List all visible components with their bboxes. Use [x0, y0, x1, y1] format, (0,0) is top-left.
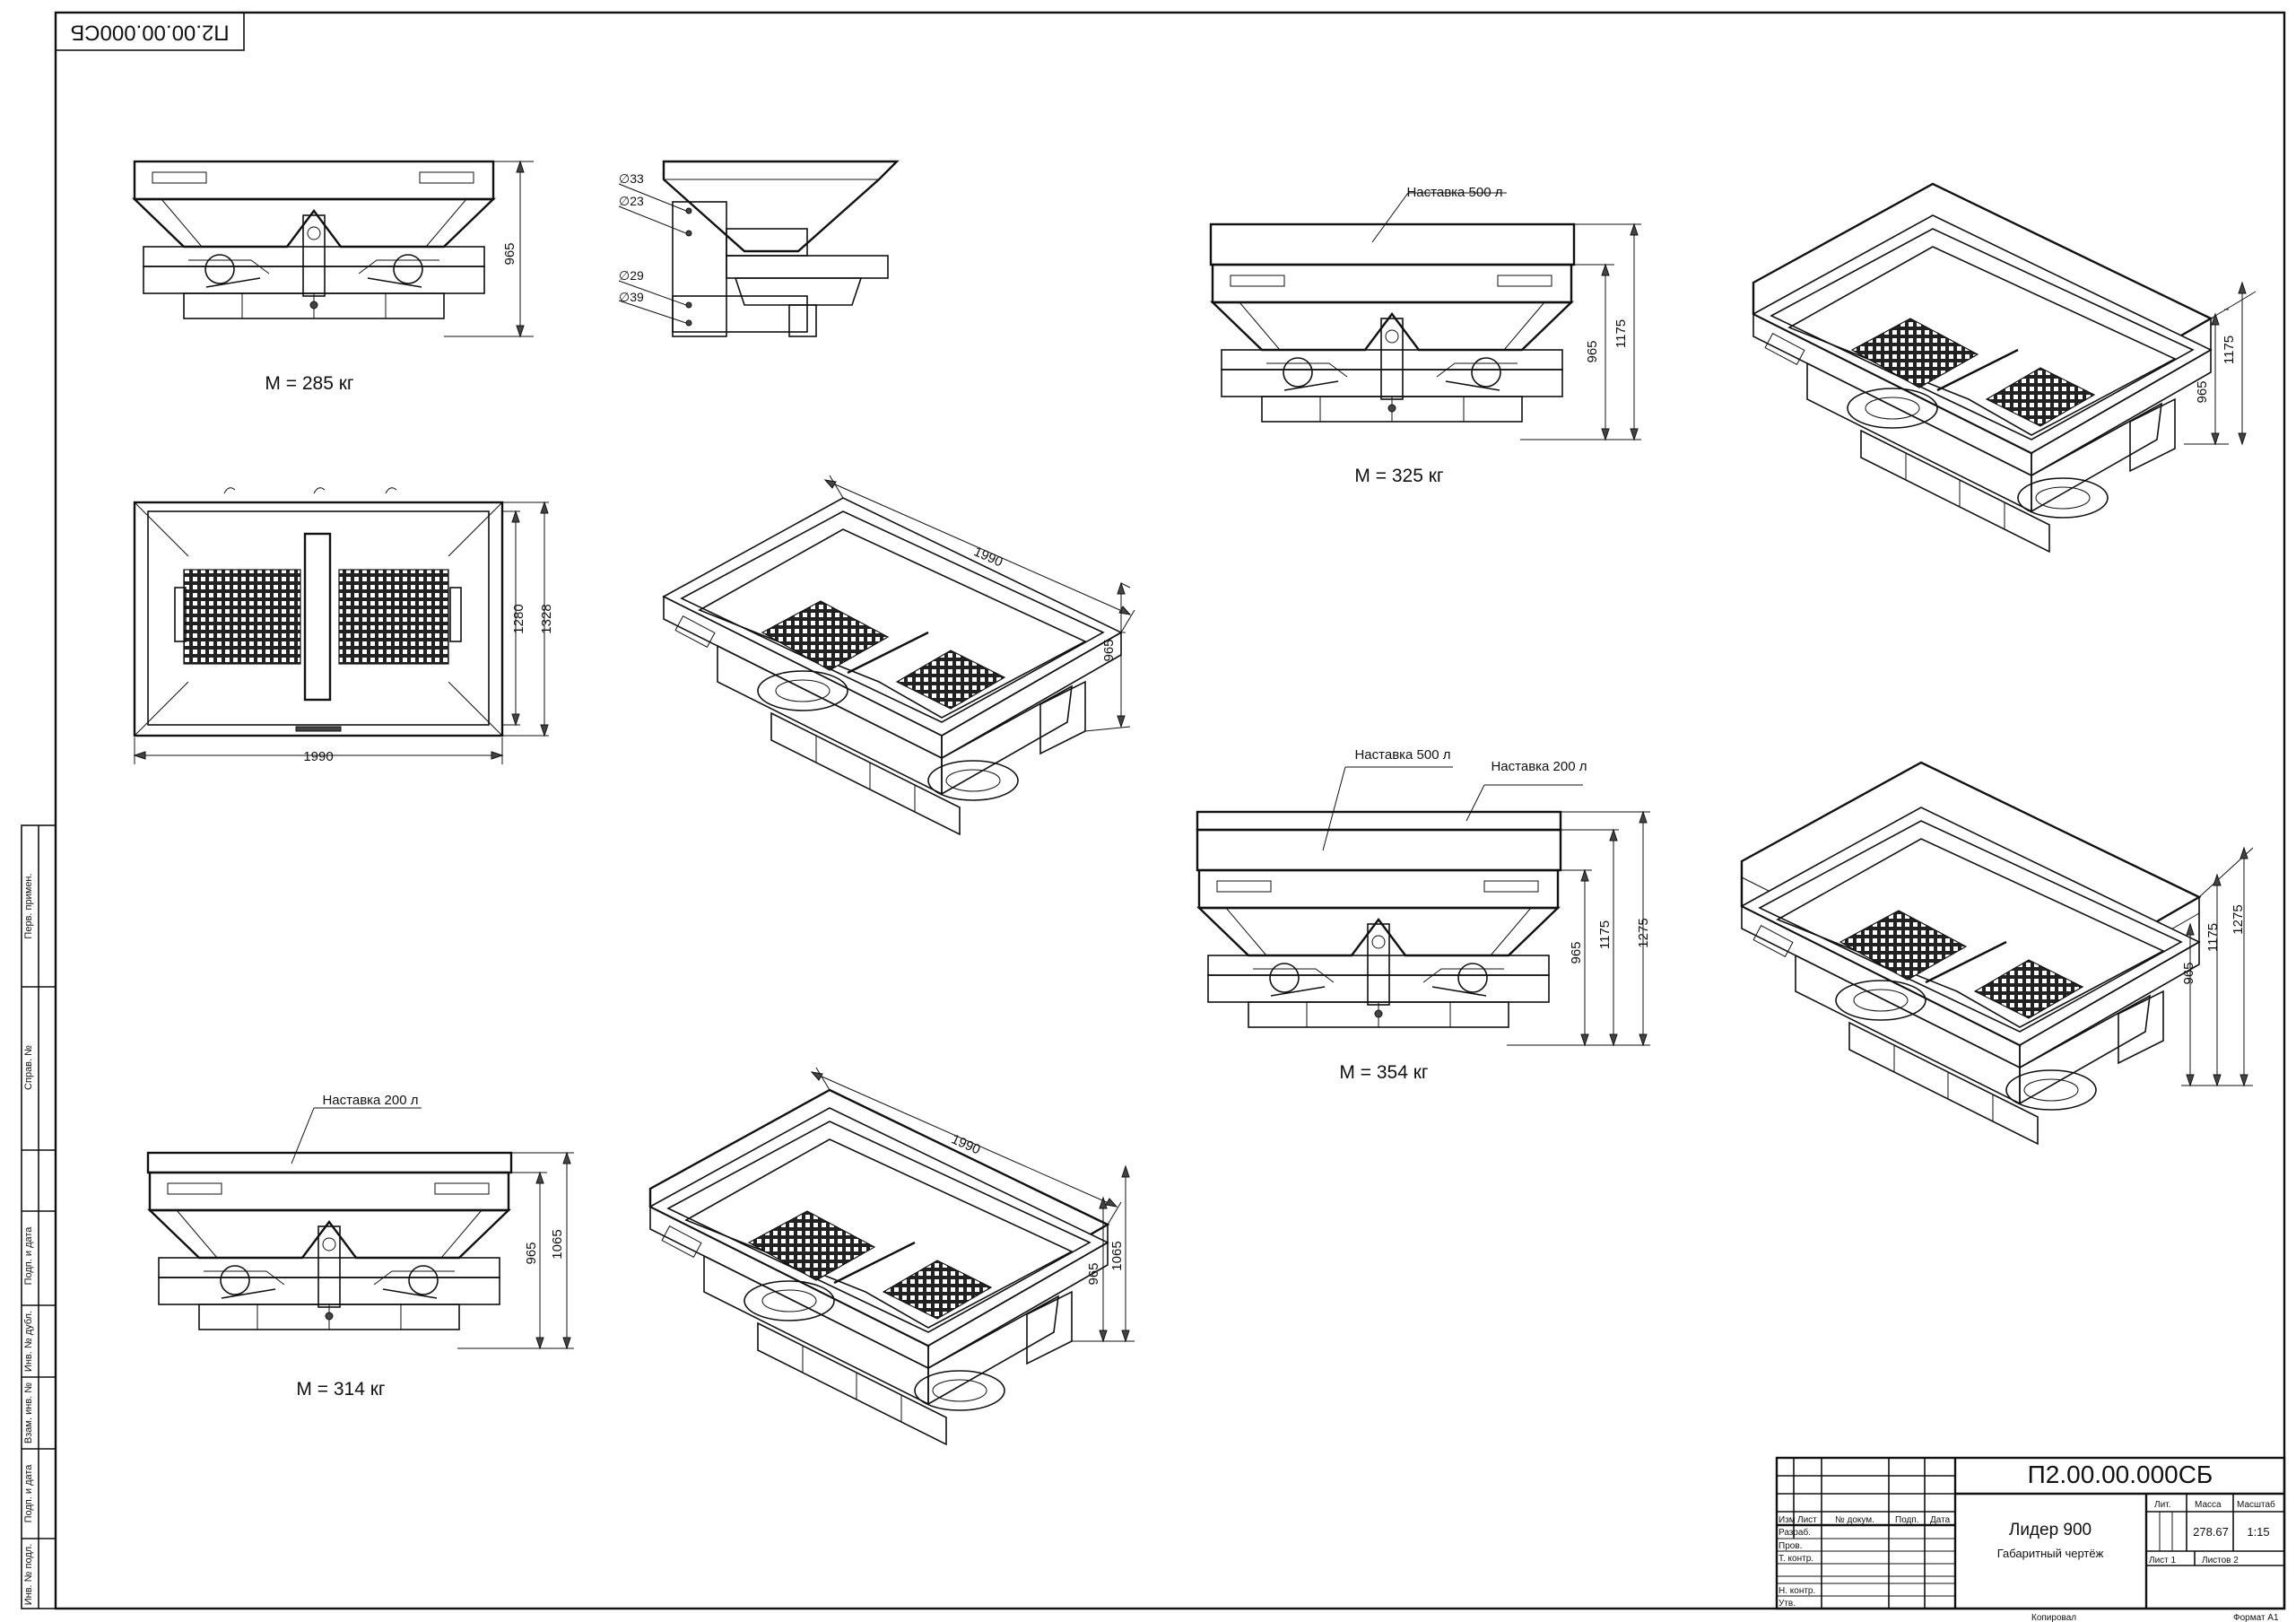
rotated-designation-box: [55, 12, 245, 51]
dim-diam-33: ∅33: [619, 171, 644, 186]
dim-ext500-iso-height: 965: [2195, 380, 2210, 403]
tb-role-developer: Разраб.: [1779, 1527, 1811, 1538]
dim-top-outer-depth: 1328: [539, 604, 554, 633]
tb-sheet-number: Лист 1: [2149, 1556, 2177, 1565]
tb-header-date: Дата: [1930, 1515, 1951, 1525]
side-stamp: Перв. примен. Справ. № Подп. и дата Инв.…: [21, 824, 57, 1609]
tb-mass-value: 278.67: [2193, 1525, 2229, 1539]
stamp-first-use: Перв. примен.: [23, 873, 34, 938]
stamp-sign-date-1: Подп. и дата: [23, 1226, 34, 1286]
tb-header-sign: Подп.: [1895, 1515, 1919, 1525]
dim-ext700-iso-total: 1275: [2231, 904, 2246, 934]
dim-iso-base-height: 965: [1101, 639, 1117, 661]
tb-sheets-total: Листов 2: [2202, 1556, 2239, 1565]
tb-designation: П2.00.00.000СБ: [2028, 1461, 2213, 1488]
dim-ext700-iso-height: 965: [2181, 962, 2196, 984]
tb-product-name: Лидер 900: [2009, 1521, 2092, 1539]
dim-ext200-iso-height: 965: [1086, 1262, 1101, 1285]
view-ext500-front: [1209, 192, 1641, 441]
view-iso-base: [662, 475, 1135, 836]
stamp-orig-inv: Инв. № подл.: [23, 1544, 34, 1606]
dim-top-width: 1990: [303, 749, 333, 764]
dim-diam-39: ∅39: [619, 290, 644, 304]
tb-mass-header: Масса: [2195, 1500, 2222, 1510]
dim-top-inner-depth: 1280: [511, 604, 526, 633]
view-ext500-iso: [1752, 182, 2257, 554]
view-base-front: [133, 160, 534, 338]
ext700-label-200: Наставка 200 л: [1491, 759, 1587, 774]
stamp-ref-no: Справ. №: [23, 1045, 34, 1090]
dim-ext700-height: 965: [1569, 941, 1584, 964]
footer-copied: Копировал: [2031, 1613, 2076, 1622]
stamp-dup-inv: Инв. № дубл.: [23, 1311, 34, 1372]
tb-role-checked: Пров.: [1779, 1541, 1802, 1551]
rotated-designation: П2.00.00.000СБ: [70, 21, 229, 45]
ext700-label-500: Наставка 500 л: [1354, 747, 1450, 763]
dim-ext700-total: 1275: [1636, 918, 1651, 947]
dim-diam-23: ∅23: [619, 194, 644, 208]
ext200-label: Наставка 200 л: [322, 1093, 418, 1108]
dim-base-height: 965: [502, 242, 517, 265]
dim-diam-29: ∅29: [619, 268, 644, 283]
drawing-frame: [54, 11, 2286, 1610]
dim-ext500-total: 1175: [1613, 319, 1629, 348]
view-ext200-front: [146, 1107, 574, 1350]
dim-ext700-mid: 1175: [1597, 920, 1613, 949]
dim-ext200-height: 965: [524, 1242, 539, 1264]
tb-role-tech-control: Т. контр.: [1779, 1554, 1813, 1564]
footer-format: Формат А1: [2233, 1613, 2279, 1622]
tb-document-type: Габаритный чертёж: [1997, 1547, 2104, 1560]
view-ext700-iso: [1740, 761, 2254, 1146]
mass-base: M = 285 кг: [265, 373, 353, 394]
ext500-label: Наставка 500 л: [1406, 185, 1502, 200]
tb-scale-header: Масштаб: [2237, 1499, 2275, 1510]
tb-role-norm-control: Н. контр.: [1779, 1586, 1815, 1596]
mass-ext200: M = 314 кг: [296, 1379, 385, 1400]
view-ext700-front: [1196, 766, 1650, 1047]
view-ext200-iso: [648, 1067, 1135, 1446]
dim-ext500-height: 965: [1585, 340, 1600, 362]
dim-ext200-iso-total: 1065: [1109, 1241, 1125, 1270]
tb-lit-header: Лит.: [2154, 1500, 2170, 1510]
tb-header-izm: Изм: [1779, 1515, 1796, 1525]
dim-ext200-total: 1065: [550, 1229, 565, 1259]
stamp-repl-inv: Взам. инв. №: [23, 1382, 34, 1443]
mass-ext700: M = 354 кг: [1339, 1062, 1428, 1083]
dim-ext200-iso-length: 1990: [949, 1131, 982, 1157]
dim-ext700-iso-mid: 1175: [2205, 923, 2221, 952]
tb-header-list: Лист: [1797, 1515, 1817, 1525]
stamp-sign-date-2: Подп. и дата: [23, 1464, 34, 1523]
title-block: Изм Лист № докум. Подп. Дата Разраб. Про…: [1775, 1456, 2286, 1610]
tb-role-approved: Утв.: [1779, 1599, 1796, 1609]
view-side: [618, 160, 900, 337]
tb-header-doc: № докум.: [1835, 1515, 1874, 1525]
view-top: [133, 487, 549, 764]
mass-ext500: M = 325 кг: [1354, 466, 1443, 486]
dim-ext500-iso-total: 1175: [2222, 336, 2237, 364]
tb-scale-value: 1:15: [2247, 1525, 2269, 1539]
